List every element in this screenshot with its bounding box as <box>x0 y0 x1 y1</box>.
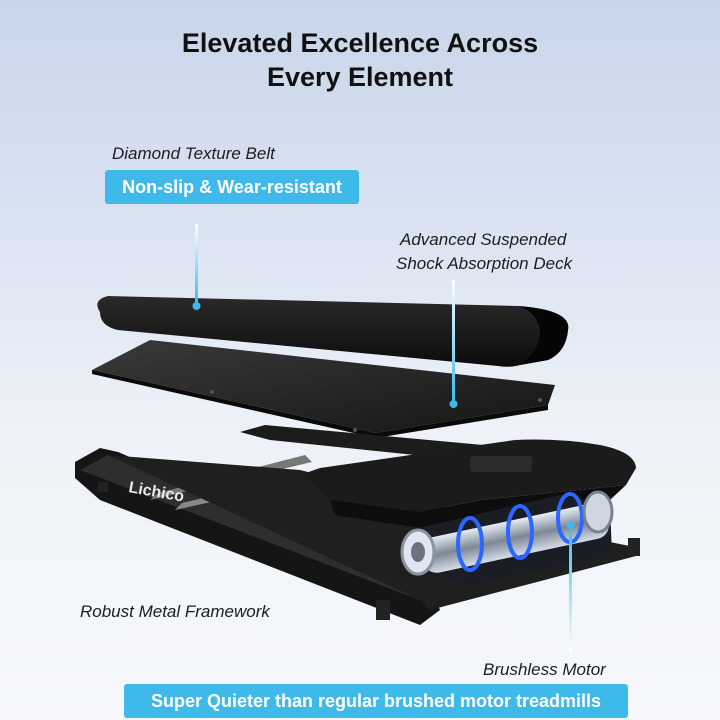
deck-label-line-1: Advanced Suspended <box>400 230 567 249</box>
running-belt <box>97 296 569 367</box>
belt-badge: Non-slip & Wear-resistant <box>105 170 359 204</box>
frame-label: Robust Metal Framework <box>80 602 270 621</box>
belt-label: Diamond Texture Belt <box>112 144 275 163</box>
callout-lines <box>192 224 575 653</box>
headline-line-2: Every Element <box>266 62 454 92</box>
footer-badge: Super Quieter than regular brushed motor… <box>124 684 628 718</box>
motor-hood <box>300 439 636 528</box>
deck-label-line-2: Shock Absorption Deck <box>396 254 573 273</box>
headline-line-1: Elevated Excellence Across <box>181 28 539 58</box>
motor-label: Brushless Motor <box>483 660 606 679</box>
shock-absorption-deck <box>92 340 555 438</box>
brushless-motor <box>400 490 614 585</box>
